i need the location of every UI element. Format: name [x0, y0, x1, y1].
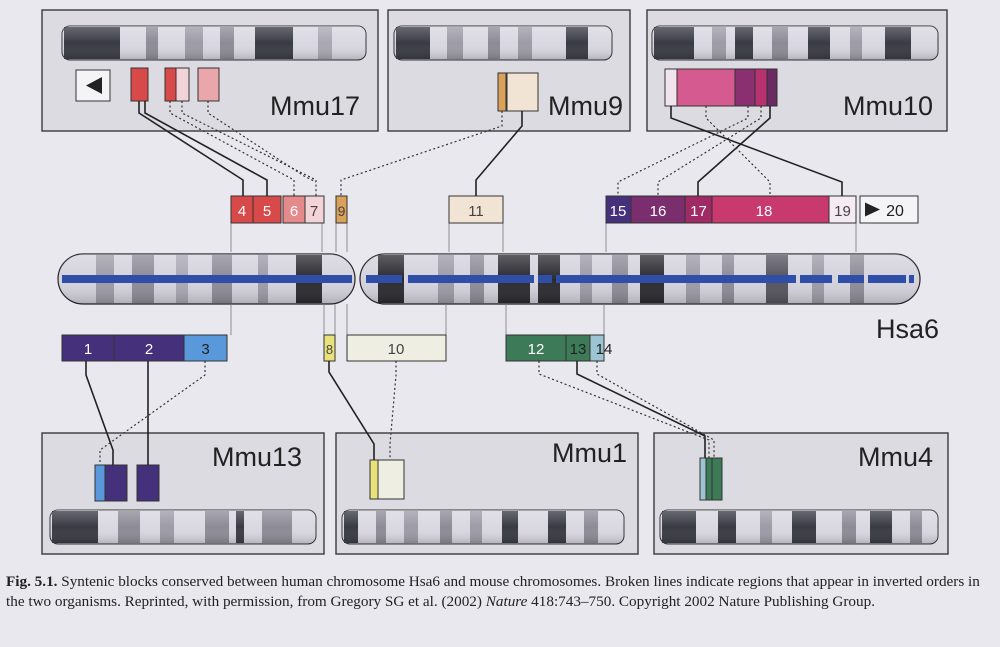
panel-mmu13: Mmu13 — [41, 432, 325, 555]
mmu17-block-5 — [130, 67, 149, 102]
block-19-label: 19 — [834, 203, 851, 220]
block-3-label: 3 — [201, 341, 209, 358]
mmu13-block-1 — [136, 464, 160, 502]
block-14-label: 14 — [596, 341, 613, 358]
block-12-label: 12 — [528, 341, 545, 358]
chromosome-mmu17 — [61, 25, 367, 61]
mmu17-block-4 — [164, 67, 177, 102]
hsa6-label: Hsa6 — [876, 314, 939, 344]
mmu1-block-8 — [369, 459, 379, 500]
caption-label: Fig. 5.1. — [6, 573, 58, 590]
block-15: 15 — [605, 195, 632, 224]
panel-mmu1: Mmu1 — [335, 432, 639, 555]
mmu9-block-11 — [506, 72, 539, 112]
mmu4-block-12 — [711, 457, 723, 501]
panel-mmu4: Mmu4 — [653, 432, 949, 555]
mmu10-block-16 — [734, 68, 756, 107]
block-5-label: 5 — [263, 203, 271, 220]
block-15-label: 15 — [610, 203, 627, 220]
block-12: 12 — [505, 334, 567, 362]
chromosome-mmu10 — [651, 25, 939, 61]
chromosome-hsa6 — [57, 253, 921, 305]
block-20-label: 20 — [886, 203, 904, 220]
mmu13-block-3 — [94, 464, 106, 502]
block-13: 13 — [565, 334, 591, 362]
mmu10-block-18 — [676, 68, 736, 107]
block-14: 14 — [589, 334, 613, 362]
block-1-label: 1 — [84, 341, 92, 358]
mmu4-block-13 — [705, 457, 713, 501]
block-8: 8 — [323, 334, 336, 362]
block-2: 2 — [113, 334, 185, 362]
mmu10-block-19 — [664, 68, 678, 107]
mmu10-label: Mmu10 — [843, 91, 933, 121]
block-8-label: 8 — [326, 342, 333, 357]
connectors-dashed — [99, 101, 771, 465]
block-9-label: 9 — [338, 203, 346, 219]
mmu4-label: Mmu4 — [858, 442, 933, 472]
mmu9-label: Mmu9 — [548, 91, 623, 121]
block-1: 1 — [61, 334, 115, 362]
block-18-label: 18 — [756, 203, 773, 220]
block-4-label: 4 — [238, 203, 246, 220]
mmu13-block-2 — [104, 464, 128, 502]
caption-journal: Nature — [485, 593, 528, 610]
block-11-label: 11 — [468, 203, 484, 220]
chromosome-mmu9 — [393, 25, 613, 61]
arrow-right-icon — [865, 202, 880, 217]
block-10: 10 — [346, 334, 447, 362]
mmu4-block-14 — [699, 457, 707, 501]
mmu17-block-7 — [175, 67, 190, 102]
block-20: 20 — [859, 195, 919, 224]
mmu17-label: Mmu17 — [270, 91, 360, 121]
block-7-label: 7 — [310, 203, 318, 220]
mmu10-block-17 — [754, 68, 768, 107]
mmu1-block-10 — [377, 459, 405, 500]
panel-mmu17: Mmu17 — [41, 9, 379, 132]
block-4: 4 — [230, 195, 254, 224]
block-10-label: 10 — [388, 341, 405, 358]
block-7: 7 — [304, 195, 325, 224]
block-16-label: 16 — [650, 203, 667, 220]
caption-text: Syntenic blocks conserved between human … — [6, 573, 980, 610]
connectors-solid — [85, 101, 843, 465]
block-17-label: 17 — [690, 203, 707, 220]
sequence-coverage-line — [62, 275, 914, 283]
block-13-label: 13 — [570, 341, 587, 358]
caption-citation: 418:743–750. Copyright 2002 Nature Publi… — [531, 593, 875, 610]
figure-caption: Fig. 5.1. Syntenic blocks conserved betw… — [6, 572, 994, 612]
panel-mmu9: Mmu9 — [387, 9, 631, 132]
block-19: 19 — [828, 195, 857, 224]
chromosome-mmu13 — [49, 509, 317, 545]
chromosome-mmu4 — [659, 509, 939, 545]
synteny-diagram: Mmu17 Mmu9 — [41, 9, 949, 555]
block-18: 18 — [711, 195, 830, 224]
block-16: 16 — [630, 195, 686, 224]
mmu17-block-6 — [197, 67, 220, 102]
arrow-left-icon — [75, 69, 111, 102]
panel-mmu10: Mmu10 — [646, 9, 948, 132]
mmu13-label: Mmu13 — [212, 442, 302, 472]
chromosome-mmu1 — [341, 509, 625, 545]
block-11: 11 — [448, 195, 504, 224]
block-9: 9 — [335, 195, 348, 224]
block-6: 6 — [282, 195, 306, 224]
block-2-label: 2 — [145, 341, 153, 358]
block-3: 3 — [183, 334, 228, 362]
block-6-label: 6 — [290, 203, 298, 220]
mmu10-block-15 — [766, 68, 778, 107]
mmu1-label: Mmu1 — [552, 438, 627, 468]
block-17: 17 — [684, 195, 713, 224]
mmu9-block-9 — [497, 72, 507, 112]
block-5: 5 — [252, 195, 282, 224]
guide-lines-top — [230, 223, 857, 252]
guide-lines-bottom — [230, 304, 605, 335]
